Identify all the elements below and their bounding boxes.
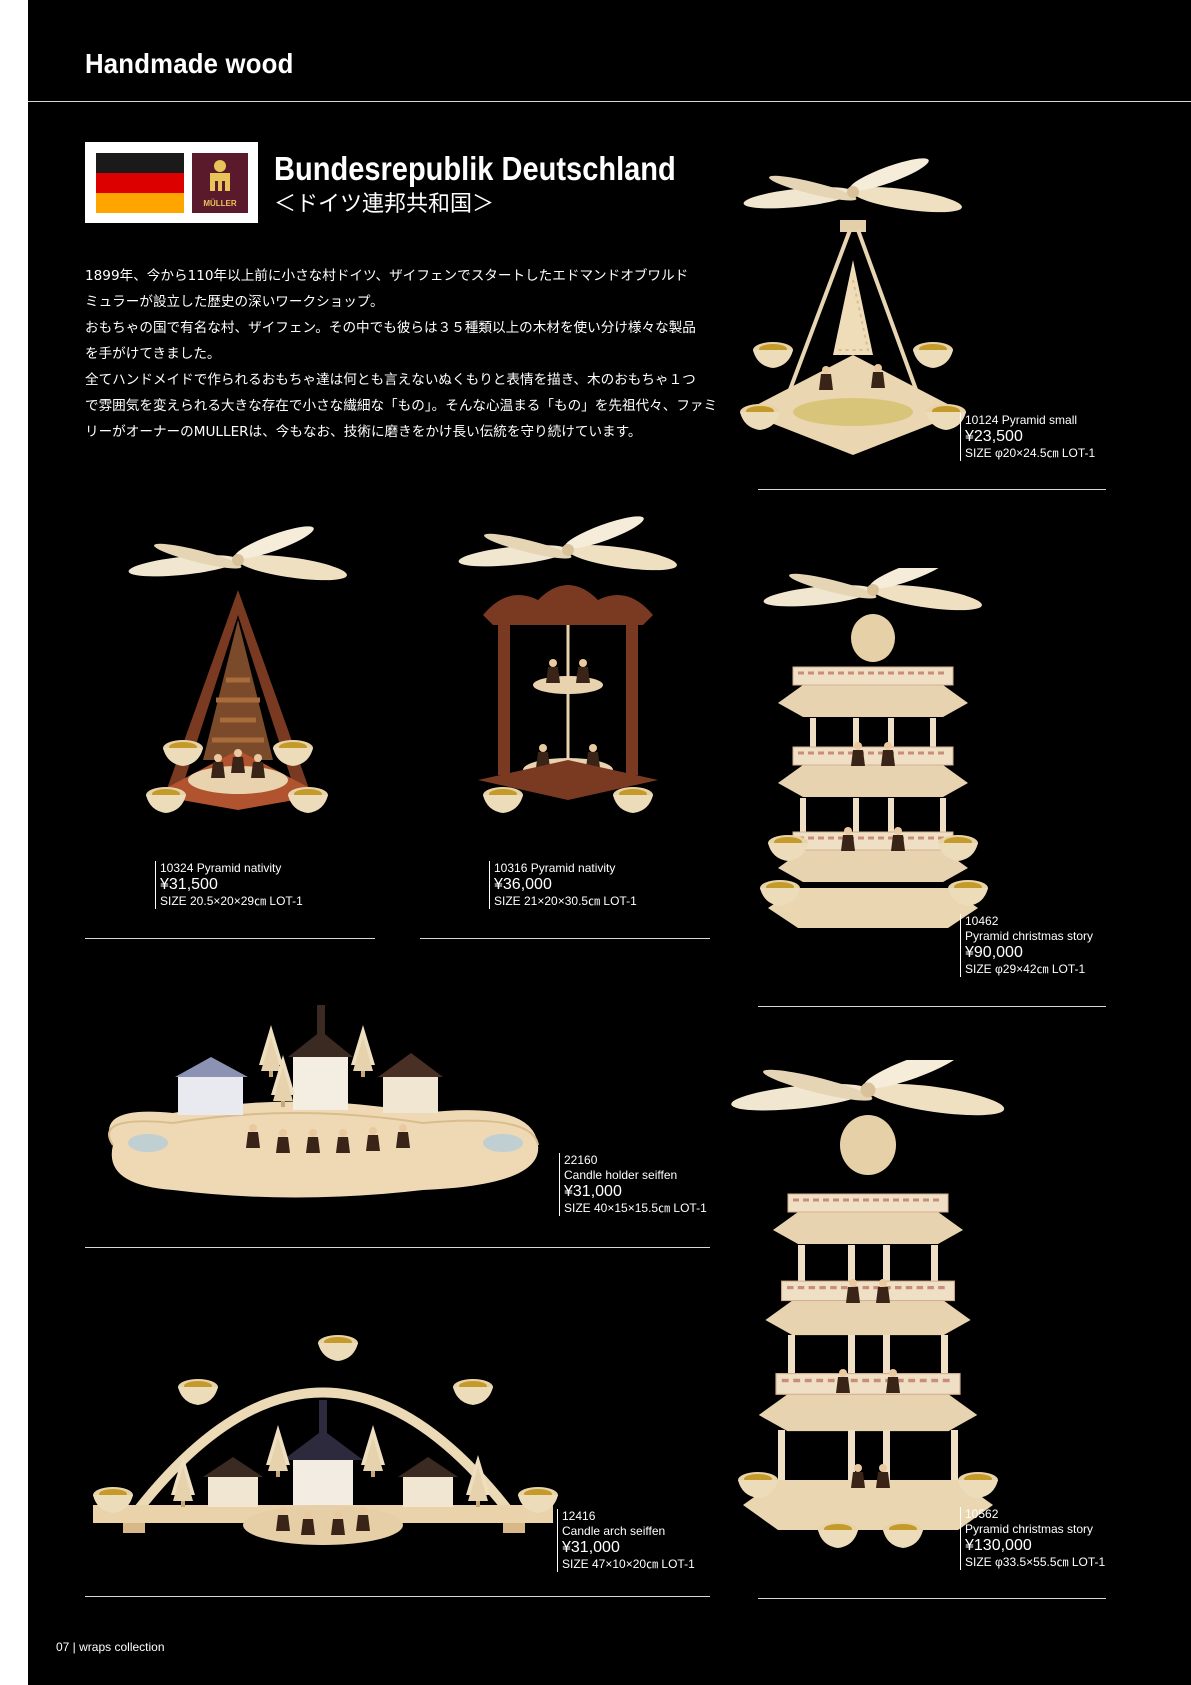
product-caption: 22160 Candle holder seiffen ¥31,000 SIZE… <box>559 1153 707 1217</box>
country-name-en: Bundesrepublik Deutschland <box>274 150 676 187</box>
divider <box>420 938 710 939</box>
divider <box>85 938 375 939</box>
intro-line: 1899年、今から110年以上前に小さな村ドイツ、ザイフェンでスタートしたエドマ… <box>85 268 689 284</box>
product-caption: 10324 Pyramid nativity ¥31,500 SIZE 20.5… <box>155 861 303 910</box>
product-size: SIZE 21×20×30.5㎝ LOT-1 <box>494 894 637 909</box>
intro-line: リーがオーナーのMULLERは、今もなお、技術に磨きをかけ長い伝統を守り続けてい… <box>85 424 642 440</box>
product-name: Candle holder seiffen <box>564 1168 678 1182</box>
product-price: ¥36,000 <box>494 876 552 893</box>
product-price: ¥31,500 <box>160 876 218 893</box>
divider <box>85 1596 710 1597</box>
product-size: SIZE φ20×24.5㎝ LOT-1 <box>965 446 1096 461</box>
page-footer: 07 | wraps collection <box>56 1640 165 1654</box>
intro-line: ミュラーが設立した歴史の深いワークショップ。 <box>85 294 384 310</box>
divider <box>758 489 1106 490</box>
product-size: SIZE 47×10×20㎝ LOT-1 <box>562 1557 695 1572</box>
country-name-jp: ＜ドイツ連邦共和国＞ <box>274 192 495 217</box>
product-name: Pyramid christmas story <box>965 1522 1094 1536</box>
product-size: SIZE 40×15×15.5㎝ LOT-1 <box>564 1201 707 1216</box>
product-caption: 10562 Pyramid christmas story ¥130,000 S… <box>960 1507 1106 1571</box>
catalog-page: Handmade wood MÜLLER Bundesrepublik Deut… <box>28 0 1191 1685</box>
muller-figure-icon <box>210 160 230 191</box>
intro-line: で雰囲気を変えられる大きな存在で小さな繊細な「もの」。そんな心温まる「もの」を先… <box>85 398 718 414</box>
product-price: ¥130,000 <box>965 1537 1032 1554</box>
product-code: 10462 <box>965 914 999 928</box>
product-image-pyramid-nativity-1 <box>127 520 349 813</box>
intro-line: おもちゃの国で有名な村、ザイフェン。その中でも彼らは３５種類以上の木材を使い分け… <box>85 320 696 336</box>
german-flag-icon <box>96 153 184 213</box>
product-image-pyramid-christmas-story-large <box>730 1060 1006 1548</box>
product-caption: 10462 Pyramid christmas story ¥90,000 SI… <box>960 914 1094 978</box>
product-code: 12416 <box>562 1509 596 1523</box>
product-image-pyramid-small <box>740 152 966 455</box>
product-name: Candle arch seiffen <box>562 1524 666 1538</box>
product-price: ¥90,000 <box>965 944 1023 961</box>
product-price: ¥31,000 <box>562 1539 620 1556</box>
product-size: SIZE φ33.5×55.5㎝ LOT-1 <box>965 1555 1106 1570</box>
intro-line: 全てハンドメイドで作られるおもちゃ達は何とも言えないぬくもりと表情を描き、木のお… <box>85 372 696 388</box>
product-code: 22160 <box>564 1153 598 1167</box>
intro-line: を手がけてきました。 <box>85 346 221 362</box>
product-image-pyramid-nativity-2 <box>457 515 679 813</box>
product-image-candle-holder-seiffen <box>108 1005 539 1198</box>
product-code: 10124 Pyramid small <box>965 413 1078 427</box>
brand-badge: MÜLLER <box>85 142 258 223</box>
product-price: ¥23,500 <box>965 428 1023 445</box>
product-caption: 10316 Pyramid nativity ¥36,000 SIZE 21×2… <box>489 861 637 910</box>
product-code: 10324 Pyramid nativity <box>160 861 282 875</box>
product-code: 10562 <box>965 1507 999 1521</box>
product-size: SIZE φ29×42㎝ LOT-1 <box>965 962 1086 977</box>
product-caption: 12416 Candle arch seiffen ¥31,000 SIZE 4… <box>557 1509 695 1573</box>
muller-logo: MÜLLER <box>192 153 248 213</box>
product-size: SIZE 20.5×20×29㎝ LOT-1 <box>160 894 303 909</box>
divider <box>758 1598 1106 1599</box>
product-code: 10316 Pyramid nativity <box>494 861 616 875</box>
divider <box>85 1247 710 1248</box>
page-title: Handmade wood <box>85 48 294 79</box>
product-caption: 10124 Pyramid small ¥23,500 SIZE φ20×24.… <box>960 413 1096 462</box>
divider <box>758 1006 1106 1007</box>
header-divider <box>28 101 1191 102</box>
logo-text: MÜLLER <box>203 199 237 208</box>
product-name: Pyramid christmas story <box>965 929 1094 943</box>
product-image-pyramid-christmas-story <box>760 568 988 928</box>
product-price: ¥31,000 <box>564 1183 622 1200</box>
product-image-candle-arch-seiffen <box>93 1335 558 1545</box>
intro-text: 1899年、今から110年以上前に小さな村ドイツ、ザイフェンでスタートしたエドマ… <box>85 263 745 445</box>
